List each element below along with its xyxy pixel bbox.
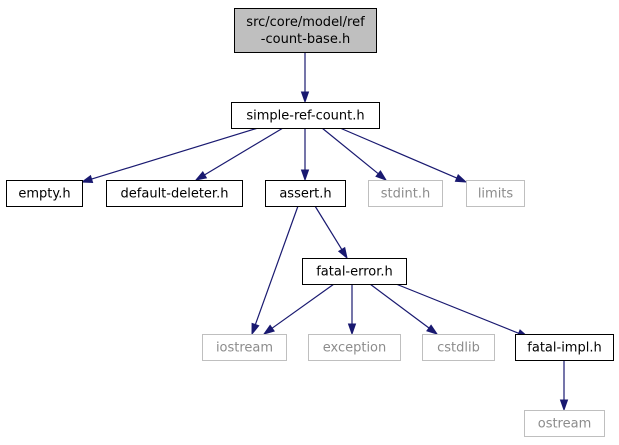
node-root[interactable]: src/core/model/ref -count-base.h <box>234 8 377 53</box>
arrowhead-icon <box>194 171 208 181</box>
node-label: limits <box>478 187 514 202</box>
node-label: iostream <box>216 341 273 356</box>
edge-line <box>204 127 284 176</box>
node-box <box>6 180 83 207</box>
node-box <box>234 8 377 53</box>
node-label: empty.h <box>18 187 70 202</box>
node-fatalimpl[interactable]: fatal-impl.h <box>515 334 614 361</box>
node-box <box>466 180 525 207</box>
node-box <box>422 334 495 361</box>
arrowhead-icon <box>454 173 468 183</box>
nodes-layer: src/core/model/ref -count-base.h simple-re… <box>6 8 614 437</box>
node-box <box>368 180 443 207</box>
node-iostream: iostream <box>202 334 287 361</box>
arrowhead-icon <box>262 324 275 335</box>
edge-line <box>395 283 519 334</box>
node-label: fatal-error.h <box>316 265 393 280</box>
node-label: -count-base.h <box>261 32 350 47</box>
arrowhead-icon <box>251 322 260 336</box>
edge-line <box>339 127 458 179</box>
node-simple[interactable]: simple-ref-count.h <box>231 102 380 129</box>
node-box <box>231 102 380 129</box>
node-cstdlib: cstdlib <box>422 334 495 361</box>
arrowhead-icon <box>426 324 439 335</box>
arrowhead-icon <box>300 91 310 104</box>
edge-root-simple <box>300 52 310 104</box>
arrowhead-icon <box>347 323 357 336</box>
edge-assert-iostream <box>251 205 299 336</box>
node-label: exception <box>323 341 387 356</box>
node-exception: exception <box>308 334 401 361</box>
node-box <box>106 180 243 207</box>
node-box <box>524 410 605 437</box>
node-label: assert.h <box>279 187 331 202</box>
node-label: fatal-impl.h <box>527 341 601 356</box>
node-deleter[interactable]: default-deleter.h <box>106 180 243 207</box>
edge-simple-limits <box>339 127 468 183</box>
node-box <box>302 258 407 285</box>
edge-simple-empty <box>80 127 259 183</box>
arrowhead-icon <box>300 169 310 182</box>
node-box <box>202 334 287 361</box>
arrowhead-icon <box>80 174 94 183</box>
edge-fatalerror-iostream <box>262 283 335 335</box>
node-ostream: ostream <box>524 410 605 437</box>
edge-fatalimpl-ostream <box>559 360 569 412</box>
node-label: stdint.h <box>381 187 430 202</box>
node-box <box>265 180 346 207</box>
node-limits: limits <box>466 180 525 207</box>
node-label: default-deleter.h <box>121 187 229 202</box>
edge-fatalerror-exception <box>347 284 357 336</box>
node-fatalerror[interactable]: fatal-error.h <box>302 258 407 285</box>
node-assert[interactable]: assert.h <box>265 180 346 207</box>
edge-simple-deleter <box>194 127 284 181</box>
node-label: ostream <box>538 417 592 432</box>
arrowhead-icon <box>559 399 569 412</box>
edge-line <box>271 283 335 329</box>
arrowhead-icon <box>337 246 348 260</box>
edges-layer <box>80 52 569 412</box>
node-label: src/core/model/ref <box>246 15 365 30</box>
edge-line <box>91 127 259 180</box>
edge-simple-stdint <box>321 127 388 181</box>
edge-line <box>321 127 379 175</box>
node-box <box>308 334 401 361</box>
edge-fatalerror-fatalimpl <box>395 283 530 338</box>
edge-line <box>254 205 299 325</box>
node-stdint: stdint.h <box>368 180 443 207</box>
edge-line <box>314 205 343 250</box>
edge-simple-assert <box>300 128 310 182</box>
edge-fatalerror-cstdlib <box>369 283 439 335</box>
arrowhead-icon <box>375 170 388 181</box>
node-label: simple-ref-count.h <box>246 109 364 124</box>
node-label: cstdlib <box>437 341 480 356</box>
edge-assert-fatalerror <box>314 205 348 260</box>
node-empty[interactable]: empty.h <box>6 180 83 207</box>
node-box <box>515 334 614 361</box>
edge-line <box>369 283 430 329</box>
